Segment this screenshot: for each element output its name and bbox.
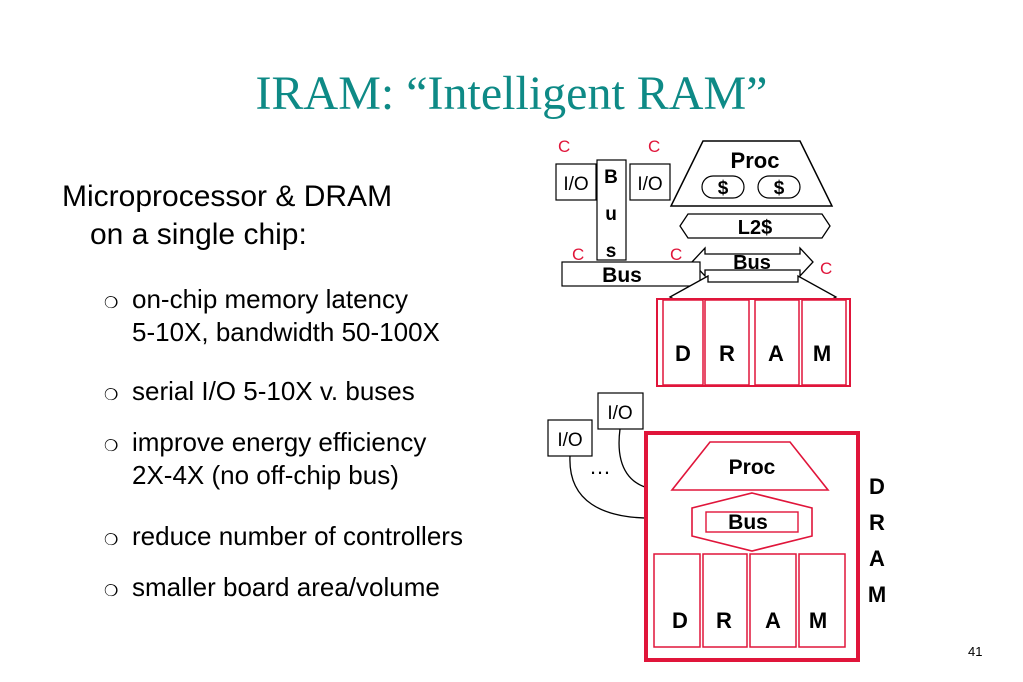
sub-bullet-line1: smaller board area/volume bbox=[132, 572, 440, 602]
sub-bullet-line2: 2X-4X (no off-chip bus) bbox=[132, 460, 399, 490]
bottom-diagram: I/O I/O … Proc Bus D R A M D R A M bbox=[547, 392, 886, 662]
main-bullet: Microprocessor & DRAM on a single chip: bbox=[62, 178, 392, 254]
bus-letter: s bbox=[606, 241, 617, 262]
io-label: I/O bbox=[563, 174, 588, 195]
bullet-marker-icon: ❍ bbox=[104, 295, 119, 312]
io-box bbox=[597, 392, 644, 430]
l2-cache-box bbox=[679, 213, 831, 239]
dram-letter: A bbox=[768, 341, 784, 366]
sub-bullet-line1: improve energy efficiency bbox=[132, 427, 427, 457]
sub-bullet-line1: serial I/O 5-10X v. buses bbox=[132, 376, 415, 406]
sub-bullet-line1: reduce number of controllers bbox=[132, 521, 463, 551]
horizontal-bus bbox=[561, 261, 701, 287]
dram-bank bbox=[702, 553, 748, 648]
bus-label: Bus bbox=[602, 264, 642, 287]
side-dram-letter: A bbox=[869, 546, 885, 571]
bus-box bbox=[705, 511, 799, 533]
io-box bbox=[629, 163, 671, 201]
l2-label: L2$ bbox=[738, 217, 772, 239]
sub-bullet: ❍ improve energy efficiency 2X-4X (no of… bbox=[104, 426, 426, 492]
bullet-marker-icon: ❍ bbox=[104, 438, 119, 455]
bullet-marker-icon: ❍ bbox=[104, 532, 119, 549]
dram-bank bbox=[653, 553, 701, 648]
io-label: I/O bbox=[637, 174, 662, 195]
io-box bbox=[547, 419, 593, 457]
top-diagram: C C C C C I/O I/O B u s Proc $ $ L2$ Bus… bbox=[555, 137, 851, 387]
dram-letter: R bbox=[716, 608, 732, 633]
io-box bbox=[555, 163, 597, 201]
dram-bank bbox=[662, 299, 704, 386]
bullet-marker-icon: ❍ bbox=[104, 387, 119, 404]
side-dram-letter: M bbox=[868, 582, 886, 607]
serial-link bbox=[569, 455, 661, 519]
cache-box bbox=[757, 175, 801, 199]
cache-box bbox=[701, 175, 745, 199]
dram-letter: M bbox=[813, 341, 831, 366]
controller-label: C bbox=[558, 137, 570, 156]
dram-bank bbox=[801, 299, 847, 386]
controller-label: C bbox=[648, 137, 660, 156]
proc-label: Proc bbox=[731, 148, 780, 173]
io-label: I/O bbox=[607, 403, 632, 424]
dram-letter: D bbox=[672, 608, 688, 633]
sub-bullet: ❍ reduce number of controllers bbox=[104, 520, 463, 553]
main-bullet-line1: Microprocessor & DRAM bbox=[62, 180, 393, 213]
io-label: I/O bbox=[557, 430, 582, 451]
sub-bullet-line1: on-chip memory latency bbox=[132, 284, 408, 314]
dram-bank bbox=[704, 299, 750, 386]
ellipsis: … bbox=[589, 454, 611, 479]
controller-label: C bbox=[820, 259, 832, 278]
sub-bullet: ❍ serial I/O 5-10X v. buses bbox=[104, 375, 415, 408]
controller-label: C bbox=[670, 245, 682, 264]
dram-bank bbox=[754, 299, 800, 386]
sub-bullet: ❍ on-chip memory latency 5-10X, bandwidt… bbox=[104, 283, 440, 349]
sub-bullet-line2: 5-10X, bandwidth 50-100X bbox=[132, 317, 440, 347]
dram-letter: D bbox=[675, 341, 691, 366]
slide-number: 41 bbox=[968, 644, 983, 659]
dram-bank bbox=[749, 553, 797, 648]
main-bullet-line2: on a single chip: bbox=[90, 218, 307, 251]
processor-shape bbox=[670, 441, 830, 491]
bus-letter: B bbox=[604, 167, 618, 188]
bus-label: Bus bbox=[728, 511, 768, 534]
side-dram-letter: R bbox=[869, 510, 885, 535]
dram-bank bbox=[798, 553, 846, 648]
controller-label: C bbox=[572, 245, 584, 264]
dram-letter: A bbox=[765, 608, 781, 633]
bullet-marker-icon: ❍ bbox=[104, 583, 119, 600]
cache-label: $ bbox=[718, 178, 729, 199]
bus-label: Bus bbox=[733, 252, 771, 274]
bus-letter: u bbox=[605, 204, 617, 225]
slide-title: IRAM: “Intelligent RAM” bbox=[255, 67, 768, 120]
bus-arrow bbox=[691, 246, 814, 278]
side-dram-letter: D bbox=[869, 474, 885, 499]
proc-label: Proc bbox=[729, 456, 776, 479]
vertical-bus bbox=[596, 159, 627, 261]
dram-letter: R bbox=[719, 341, 735, 366]
dram-letter: M bbox=[809, 608, 827, 633]
cache-label: $ bbox=[774, 178, 785, 199]
sub-bullet: ❍ smaller board area/volume bbox=[104, 571, 440, 604]
